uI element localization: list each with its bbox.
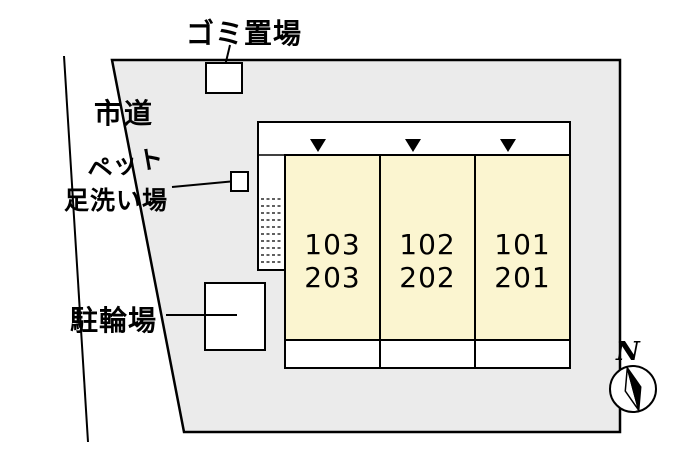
unit-label-103-203: 103 203: [285, 228, 380, 294]
pet-wash-box: [230, 171, 249, 192]
entrance-marker-icon: [310, 139, 326, 152]
city-road-label: 市道: [94, 97, 155, 130]
unit-lower-number: 202: [399, 261, 456, 295]
unit-upper-number: 102: [399, 228, 456, 261]
unit-lower-number: 201: [494, 261, 551, 295]
unit-upper-number: 103: [304, 228, 361, 261]
stairs-hatching: [261, 198, 283, 263]
road-boundary-line: [63, 55, 89, 443]
garbage-box: [205, 62, 243, 94]
unit-upper-number: 101: [494, 228, 551, 261]
entrance-marker-icon: [500, 139, 516, 152]
north-label: N: [616, 337, 640, 367]
unit-label-101-201: 101 201: [475, 228, 570, 294]
bicycle-parking-label: 駐輪場: [70, 304, 158, 337]
unit-label-102-202: 102 202: [380, 228, 475, 294]
pet-wash-label-line2: 足洗い場: [64, 186, 169, 215]
entrance-marker-icon: [405, 139, 421, 152]
units-area: [284, 154, 571, 341]
bicycle-parking-box: [204, 282, 266, 351]
pet-wash-connector-line: [171, 180, 237, 188]
unit-lower-number: 203: [304, 261, 361, 295]
compass-icon: [609, 365, 657, 413]
garbage-area-label: ゴミ置場: [186, 17, 303, 50]
